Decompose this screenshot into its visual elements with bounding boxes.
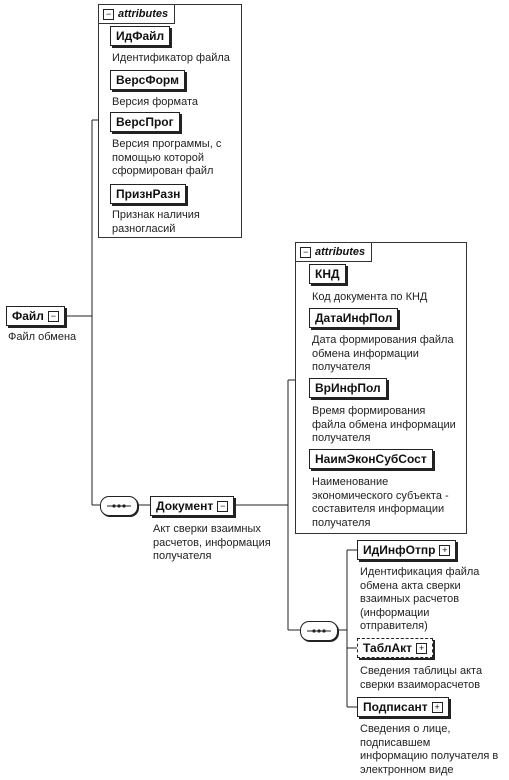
collapse-icon[interactable]: − xyxy=(217,500,229,512)
child-tablakt[interactable]: ТаблАкт + xyxy=(357,638,433,658)
expand-icon[interactable]: + xyxy=(416,642,427,654)
attr-vrinfpol-desc: Время формирования файла обмена информац… xyxy=(312,405,456,444)
expand-icon[interactable]: + xyxy=(431,701,443,713)
child-idinfotpr[interactable]: ИдИнфОтпр + xyxy=(357,540,457,560)
child-podpisant[interactable]: Подписант + xyxy=(357,697,449,717)
attr-vrinfpol[interactable]: ВрИнфПол xyxy=(309,378,387,398)
sequence-compositor[interactable] xyxy=(100,496,138,516)
document-desc: Акт сверки взаимных расчетов, информация… xyxy=(153,523,271,562)
attr-naimekonsubsost-desc: Наименование экономического субъекта - с… xyxy=(312,476,449,529)
collapse-icon[interactable]: − xyxy=(103,8,114,20)
expand-icon[interactable]: + xyxy=(439,544,451,556)
sequence-compositor-children[interactable] xyxy=(300,621,338,641)
attr-datainfpol[interactable]: ДатаИнфПол xyxy=(309,308,399,328)
attr-naimekonsubsost[interactable]: НаимЭконСубСост xyxy=(309,449,433,469)
attr-priznrazn[interactable]: ПризнРазн xyxy=(110,184,187,204)
attr-knd-desc: Код документа по КНД xyxy=(312,291,428,303)
attr-idfile[interactable]: ИдФайл xyxy=(110,26,171,46)
child-idinfotpr-desc: Идентификация файла обмена акта сверки в… xyxy=(360,566,480,632)
root-attributes-header[interactable]: − attributes xyxy=(99,5,176,24)
attr-knd[interactable]: КНД xyxy=(309,264,346,284)
attr-datainfpol-desc: Дата формирования файла обмена информаци… xyxy=(312,334,454,373)
document-node[interactable]: Документ − xyxy=(150,496,235,516)
attr-versform[interactable]: ВерсФорм xyxy=(110,70,185,90)
collapse-icon[interactable]: − xyxy=(47,310,59,322)
child-podpisant-desc: Сведения о лице, подписавшем информацию … xyxy=(360,723,499,776)
attr-idfile-desc: Идентификатор файла xyxy=(112,52,230,64)
attr-versform-desc: Версия формата xyxy=(112,96,198,108)
child-tablakt-desc: Сведения таблицы акта сверки взаиморасче… xyxy=(360,665,483,691)
document-attributes-header[interactable]: − attributes xyxy=(296,243,373,262)
collapse-icon[interactable]: − xyxy=(300,246,311,258)
attr-versprog-desc: Версия программы, с помощью которой сфор… xyxy=(112,138,222,177)
root-desc: Файл обмена xyxy=(8,331,77,343)
sequence-icon xyxy=(307,629,331,633)
attr-versprog[interactable]: ВерсПрог xyxy=(110,112,180,132)
root-node[interactable]: Файл − xyxy=(6,306,65,326)
sequence-icon xyxy=(107,504,131,508)
attr-priznrazn-desc: Признак наличия разногласий xyxy=(112,209,200,235)
